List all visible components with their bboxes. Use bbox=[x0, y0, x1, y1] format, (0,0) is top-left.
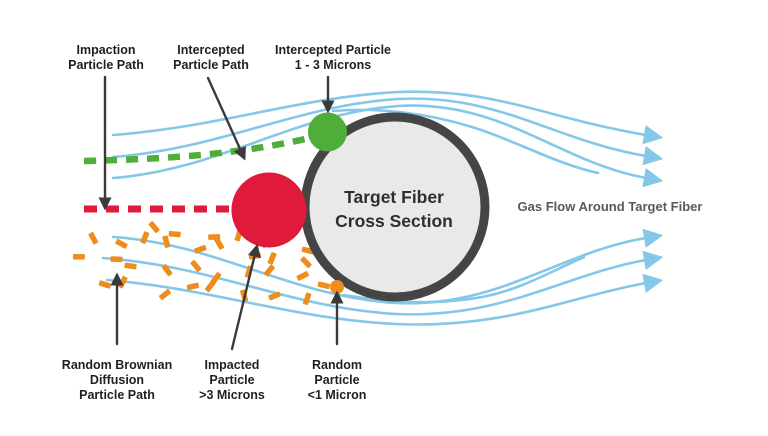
streamline-top-1 bbox=[111, 90, 664, 145]
fiber-label: Target Fiber Cross Section bbox=[335, 185, 453, 233]
random-particle bbox=[330, 280, 344, 294]
streamlines-top bbox=[111, 90, 664, 188]
fiber-label-line1: Target Fiber bbox=[344, 187, 444, 207]
brownian-dash bbox=[263, 264, 275, 277]
intercepted-particle-label: Intercepted Particle 1 - 3 Microns bbox=[275, 43, 391, 73]
brownian-dash bbox=[140, 231, 150, 244]
streamline-top-4 bbox=[331, 108, 600, 175]
impacted-particle-label-arrow bbox=[230, 243, 261, 351]
brownian-dash bbox=[302, 292, 312, 306]
brownian-dash bbox=[204, 280, 216, 293]
interception-particle-path bbox=[83, 134, 311, 165]
impacted-particle bbox=[231, 172, 307, 248]
streamline-bottom-2 bbox=[101, 250, 664, 316]
brownian-dash bbox=[88, 232, 99, 245]
brownian-dash bbox=[98, 280, 112, 289]
intercepted-particle-label-line1: Intercepted Particle bbox=[274, 43, 392, 57]
brownian-label-line3: Particle Path bbox=[79, 388, 155, 402]
brownian-dash bbox=[268, 291, 281, 301]
intercepted-path-label: Intercepted Particle Path bbox=[173, 43, 249, 73]
impaction-label-line1: Impaction bbox=[76, 43, 136, 57]
random-particle-label-line2: Particle bbox=[314, 373, 360, 387]
brownian-dash bbox=[124, 262, 137, 270]
gas-flow-label: Gas Flow Around Target Fiber bbox=[517, 199, 703, 214]
random-particle-label-line1: Random bbox=[311, 358, 362, 372]
intercepted-particle-label-line2: 1 - 3 Microns bbox=[294, 58, 372, 72]
streamline-top-3 bbox=[111, 104, 664, 188]
brownian-dash bbox=[110, 256, 123, 263]
streamlines-bottom bbox=[101, 228, 664, 326]
streamline-bottom-3 bbox=[105, 273, 664, 326]
random-particle-label-line3: <1 Micron bbox=[307, 388, 367, 402]
brownian-dash bbox=[317, 281, 331, 290]
intercepted-particle bbox=[308, 112, 347, 152]
brownian-dash bbox=[267, 252, 277, 265]
streamline-bottom-1 bbox=[111, 228, 664, 305]
brownian-dash bbox=[168, 231, 181, 238]
brownian-dash bbox=[194, 244, 207, 254]
brownian-dash bbox=[115, 238, 128, 249]
brownian-dash bbox=[300, 256, 312, 269]
brownian-dash bbox=[161, 264, 173, 277]
impaction-label: Impaction Particle Path bbox=[68, 43, 144, 73]
intercepted-path-label-line2: Particle Path bbox=[173, 58, 249, 72]
random-particle-label: Random Particle <1 Micron bbox=[308, 358, 367, 403]
impaction-label-line2: Particle Path bbox=[68, 58, 144, 72]
brownian-dash bbox=[162, 235, 171, 248]
brownian-label-line1: Random Brownian bbox=[61, 358, 173, 372]
intercepted-path-label-arrow bbox=[206, 76, 246, 161]
streamline-top-2 bbox=[111, 97, 664, 166]
impacted-particle-label: Impacted Particle >3 Microns bbox=[199, 358, 265, 403]
brownian-label: Random Brownian Diffusion Particle Path bbox=[62, 358, 172, 403]
impacted-particle-label-line2: Particle bbox=[209, 373, 255, 387]
brownian-dash bbox=[296, 271, 310, 281]
annotation-arrows bbox=[98, 75, 344, 351]
fiber-label-line2: Cross Section bbox=[335, 211, 453, 231]
impacted-particle-label-line1: Impacted bbox=[204, 358, 260, 372]
brownian-dash bbox=[214, 237, 225, 250]
brownian-dash bbox=[190, 260, 202, 272]
impacted-particle-label-line3: >3 Microns bbox=[199, 388, 265, 402]
brownian-dash bbox=[186, 282, 200, 291]
brownian-label-line2: Diffusion bbox=[89, 373, 145, 387]
brownian-dash bbox=[72, 253, 85, 260]
brownian-dash bbox=[148, 221, 160, 234]
intercepted-path-label-line1: Intercepted bbox=[177, 43, 245, 57]
brownian-dash bbox=[159, 288, 171, 301]
brownian-dash bbox=[208, 234, 221, 240]
